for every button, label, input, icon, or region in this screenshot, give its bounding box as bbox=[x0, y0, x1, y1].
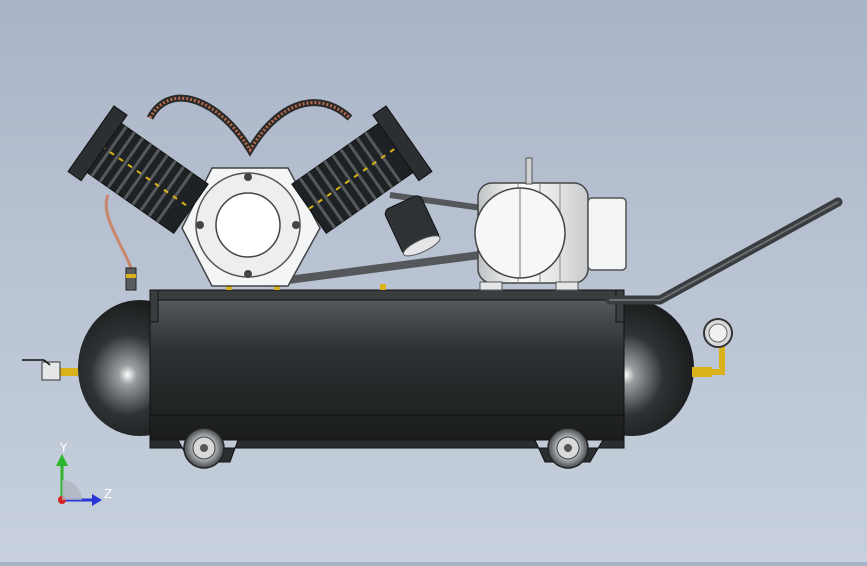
orientation-triad bbox=[56, 454, 102, 506]
motor-junction-box bbox=[587, 197, 627, 271]
air-tank[interactable] bbox=[78, 299, 694, 463]
wheel-left[interactable] bbox=[183, 427, 225, 469]
transfer-hose bbox=[146, 94, 353, 157]
pressure-gauge[interactable] bbox=[692, 318, 733, 377]
z-axis-label: Z bbox=[104, 487, 112, 501]
drive-belt bbox=[264, 192, 483, 287]
pump-crankcase[interactable] bbox=[181, 167, 321, 287]
wheel-right[interactable] bbox=[547, 427, 589, 469]
electric-motor[interactable] bbox=[474, 157, 627, 291]
discharge-line bbox=[104, 194, 134, 271]
y-axis-label: Y bbox=[59, 441, 68, 455]
tank-cylinder bbox=[149, 299, 625, 441]
drain-valve[interactable] bbox=[22, 359, 78, 381]
air-filter[interactable] bbox=[383, 194, 442, 260]
tow-handle[interactable] bbox=[605, 197, 843, 305]
cylinder-left[interactable] bbox=[67, 105, 214, 242]
cylinder-right[interactable] bbox=[286, 105, 433, 242]
